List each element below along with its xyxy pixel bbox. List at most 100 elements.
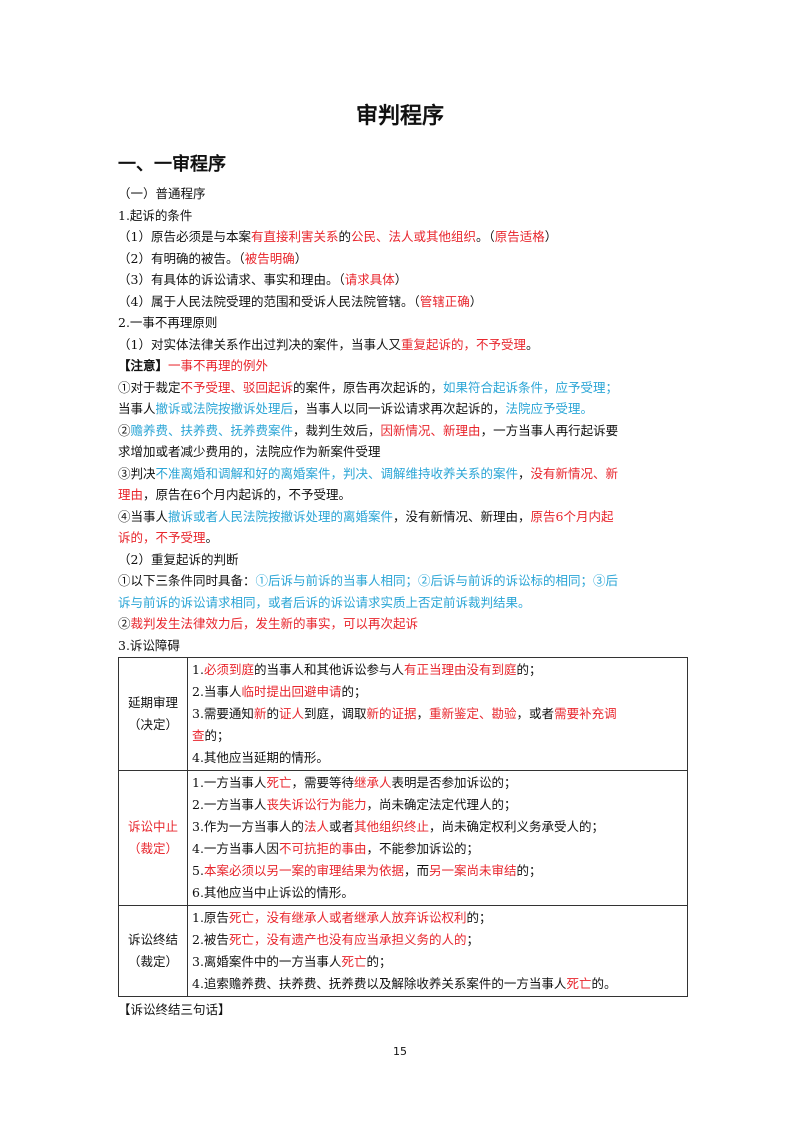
text-line: （3）有具体的诉讼请求、事实和理由。（请求具体） (118, 269, 688, 291)
text-run: 管辖正确 (419, 293, 470, 309)
text-run: 裁判发生法律效力后，发生新的事实，可以再次起诉 (130, 616, 419, 631)
text-run: 法院应予受理。 (505, 401, 594, 416)
text-line: 2.一事不再理原则 (118, 312, 688, 334)
text-run: ， (416, 706, 430, 721)
list-item: 查的； (192, 725, 681, 747)
text-run: ） (469, 293, 483, 309)
text-run: 的 (266, 706, 279, 721)
text-run: 新的证据 (366, 706, 417, 721)
list-item: 3.需要通知新的证人到庭，调取新的证据，重新鉴定、勘验，或者需要补充调 (192, 703, 681, 725)
text-line: 3.诉讼障碍 (118, 635, 688, 657)
text-line: ②裁判发生法律效力后，发生新的事实，可以再次起诉 (118, 613, 688, 635)
text-run: 死亡，没有遗产也没有应当承担义务的人的 (228, 932, 467, 947)
text-run: 需要补充调 (554, 706, 617, 721)
text-run: 请求具体 (344, 272, 395, 287)
list-item: 2.一方当事人丧失诉讼行为能力，尚未确定法定代理人的； (192, 794, 681, 816)
text-run: 4.其他应当延期的情形。 (192, 750, 329, 765)
text-run: 1.原告 (192, 910, 229, 925)
text-run: 有直接利害关系 (250, 229, 339, 244)
text-run: （2）重复起诉的判断 (118, 551, 239, 567)
list-item: 4.追索赡养费、扶养费、抚养费以及解除收养关系案件的一方当事人死亡的。 (192, 973, 681, 995)
text-line: 诉与前诉的诉讼请求相同，或者后诉的诉讼请求实质上否定前诉裁判结果。 (118, 592, 688, 614)
text-run: ，原告在6个月内起诉的，不予受理。 (143, 487, 351, 502)
text-run: 其他组织终止 (353, 819, 429, 834)
text-line: 当事人撤诉或法院按撤诉处理后，当事人以同一诉讼请求再次起诉的，法院应予受理。 (118, 398, 688, 420)
text-line: （一）普通程序 (118, 183, 688, 205)
table-row: 诉讼终结（裁定）1.原告死亡，没有继承人或者继承人放弃诉讼权利的；2.被告死亡，… (118, 905, 688, 997)
text-run: ①后诉与前诉的当事人相同；②后诉与前诉的诉讼标的相同；③后 (255, 573, 619, 588)
text-run: 3.作为一方当事人的 (192, 819, 304, 834)
text-line: ①对于裁定不予受理、驳回起诉的案件，原告再次起诉的，如果符合起诉条件，应予受理； (118, 377, 688, 399)
text-run: 1.起诉的条件 (118, 207, 193, 223)
text-run: （一）普通程序 (118, 186, 206, 201)
row-label-text: 诉讼终结 (127, 932, 178, 947)
text-run: 的； (366, 954, 392, 969)
text-run: 到庭，调取 (303, 706, 367, 721)
row-label-text: （决定） (127, 717, 178, 732)
row-items: 1.原告死亡，没有继承人或者继承人放弃诉讼权利的； 2.被告死亡，没有遗产也没有应… (187, 905, 688, 997)
row-label: 诉讼中止 （裁定） (118, 770, 188, 906)
page-number: 15 (393, 1045, 407, 1058)
row-label: 延期审理 （决定） (118, 657, 188, 771)
text-run: 死亡 (341, 954, 367, 969)
text-run: 理由 (118, 487, 144, 502)
text-run: 。 (525, 336, 539, 352)
list-item: 1.原告死亡，没有继承人或者继承人放弃诉讼权利的； (192, 907, 681, 929)
text-run: 4.追索赡养费、扶养费、抚养费以及解除收养关系案件的一方当事人 (192, 976, 567, 991)
text-line: ②赡养费、扶养费、抚养费案件，裁判生效后，因新情况、新理由，一方当事人再行起诉要 (118, 420, 688, 442)
text-run: ④当事人 (118, 508, 169, 524)
page-title: 审判程序 (355, 104, 444, 129)
text-run: 6.其他应当中止诉讼的情形。 (192, 885, 354, 900)
text-run: 不准离婚和调解和好的离婚案件，判决、调解维持收养关系的案件 (155, 465, 519, 481)
row-label-text: 延期审理 (127, 695, 178, 710)
text-run: 因新情况、新理由 (380, 422, 481, 438)
text-run: 2.当事人 (192, 684, 242, 699)
text-run: 新 (253, 706, 267, 721)
row-items: 1.必须到庭的当事人和其他诉讼参与人有正当理由没有到庭的；2.当事人临时提出回避… (187, 657, 688, 771)
list-item: 3.作为一方当事人的法人或者其他组织终止，尚未确定权利义务承受人的； (192, 816, 681, 838)
text-run: 赡养费、扶养费、抚养费案件 (130, 422, 294, 438)
text-run: （1）对实体法律关系作出过判决的案件，当事人又 (118, 336, 401, 352)
section-heading: 一、一审程序 (118, 154, 226, 175)
after-table-note: 【诉讼终结三句话】 (118, 1002, 231, 1017)
text-run: 死亡 (266, 775, 292, 790)
list-item: 5.本案必须以另一案的审理结果为依据，而另一案尚未审结的； (192, 860, 681, 882)
text-run: 不可抗拒的事由 (278, 841, 367, 856)
text-run: 的当事人和其他诉讼参与人 (253, 662, 404, 677)
text-run: 1.一方当事人 (192, 775, 267, 790)
list-item: 2.当事人临时提出回避申请的； (192, 681, 681, 703)
text-run: ，尚未确定法定代理人的； (366, 797, 517, 812)
text-run: ） (544, 229, 558, 244)
list-item: 1.必须到庭的当事人和其他诉讼参与人有正当理由没有到庭的； (192, 659, 681, 681)
text-run: 死亡 (566, 976, 592, 991)
text-line: 1.起诉的条件 (118, 205, 688, 227)
row-label-text: （裁定） (127, 841, 178, 856)
text-run: 另一案尚未审结 (428, 863, 517, 878)
text-run: 1. (192, 662, 204, 677)
text-run: 5. (192, 863, 204, 878)
text-run: 或者 (328, 819, 354, 834)
text-run: 诉与前诉的诉讼请求相同，或者后诉的诉讼请求实质上否定前诉裁判结果。 (118, 594, 531, 610)
text-run: （3）有具体的诉讼请求、事实和理由。（ (118, 272, 345, 287)
text-run: 本案必须以另一案的审理结果为依据 (203, 863, 404, 878)
text-run: ② (118, 616, 131, 631)
row-label-text: 诉讼中止 (127, 819, 178, 834)
text-run: ①对于裁定 (118, 379, 181, 395)
text-run: ） (394, 272, 408, 287)
text-run: 诉的，不予受理 (118, 530, 206, 545)
text-run: 公民、法人或其他组织 (351, 229, 477, 244)
text-run: 。（ (476, 229, 495, 244)
text-run: 的； (204, 728, 230, 743)
text-line: 诉的，不予受理。 (118, 527, 688, 549)
text-run: 一事不再理的例外 (168, 358, 269, 373)
text-run: 原告6个月内起 (530, 508, 614, 524)
text-run: 重新鉴定、勘验 (429, 706, 517, 721)
text-run: 撤诉或法院按撤诉处理后 (155, 401, 294, 416)
text-run: 3.诉讼障碍 (118, 637, 180, 653)
text-run: 证人 (278, 706, 304, 721)
text-run: 2.被告 (192, 932, 229, 947)
text-run: 当事人 (118, 401, 156, 416)
